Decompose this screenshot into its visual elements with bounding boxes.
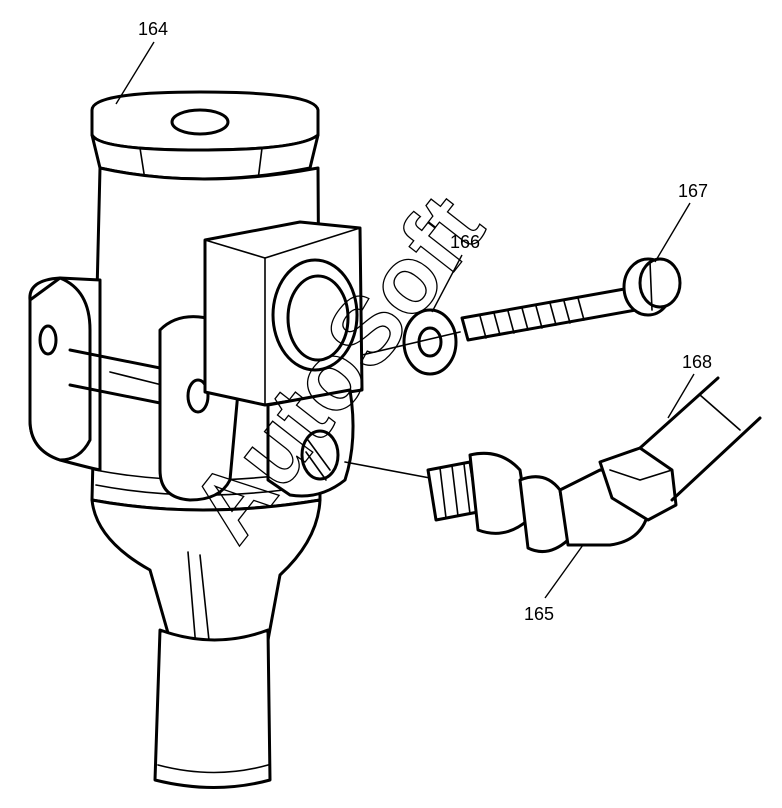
callout-label-165: 165 <box>524 604 554 624</box>
callout-167: 167 <box>654 181 708 263</box>
callout-166: 166 <box>431 232 480 313</box>
callout-164: 164 <box>115 19 168 105</box>
mounting-bracket <box>28 276 242 502</box>
callout-168: 168 <box>667 352 712 419</box>
pipe-union <box>344 446 678 554</box>
fuel-pipe <box>638 376 762 502</box>
callout-label-168: 168 <box>682 352 712 372</box>
callout-label-166: 166 <box>450 232 480 252</box>
callout-label-167: 167 <box>678 181 708 201</box>
banjo-bolt <box>361 257 682 356</box>
callout-165: 165 <box>524 544 584 624</box>
port-block <box>203 220 364 498</box>
sealing-washer <box>402 308 458 376</box>
callout-label-164: 164 <box>138 19 168 39</box>
